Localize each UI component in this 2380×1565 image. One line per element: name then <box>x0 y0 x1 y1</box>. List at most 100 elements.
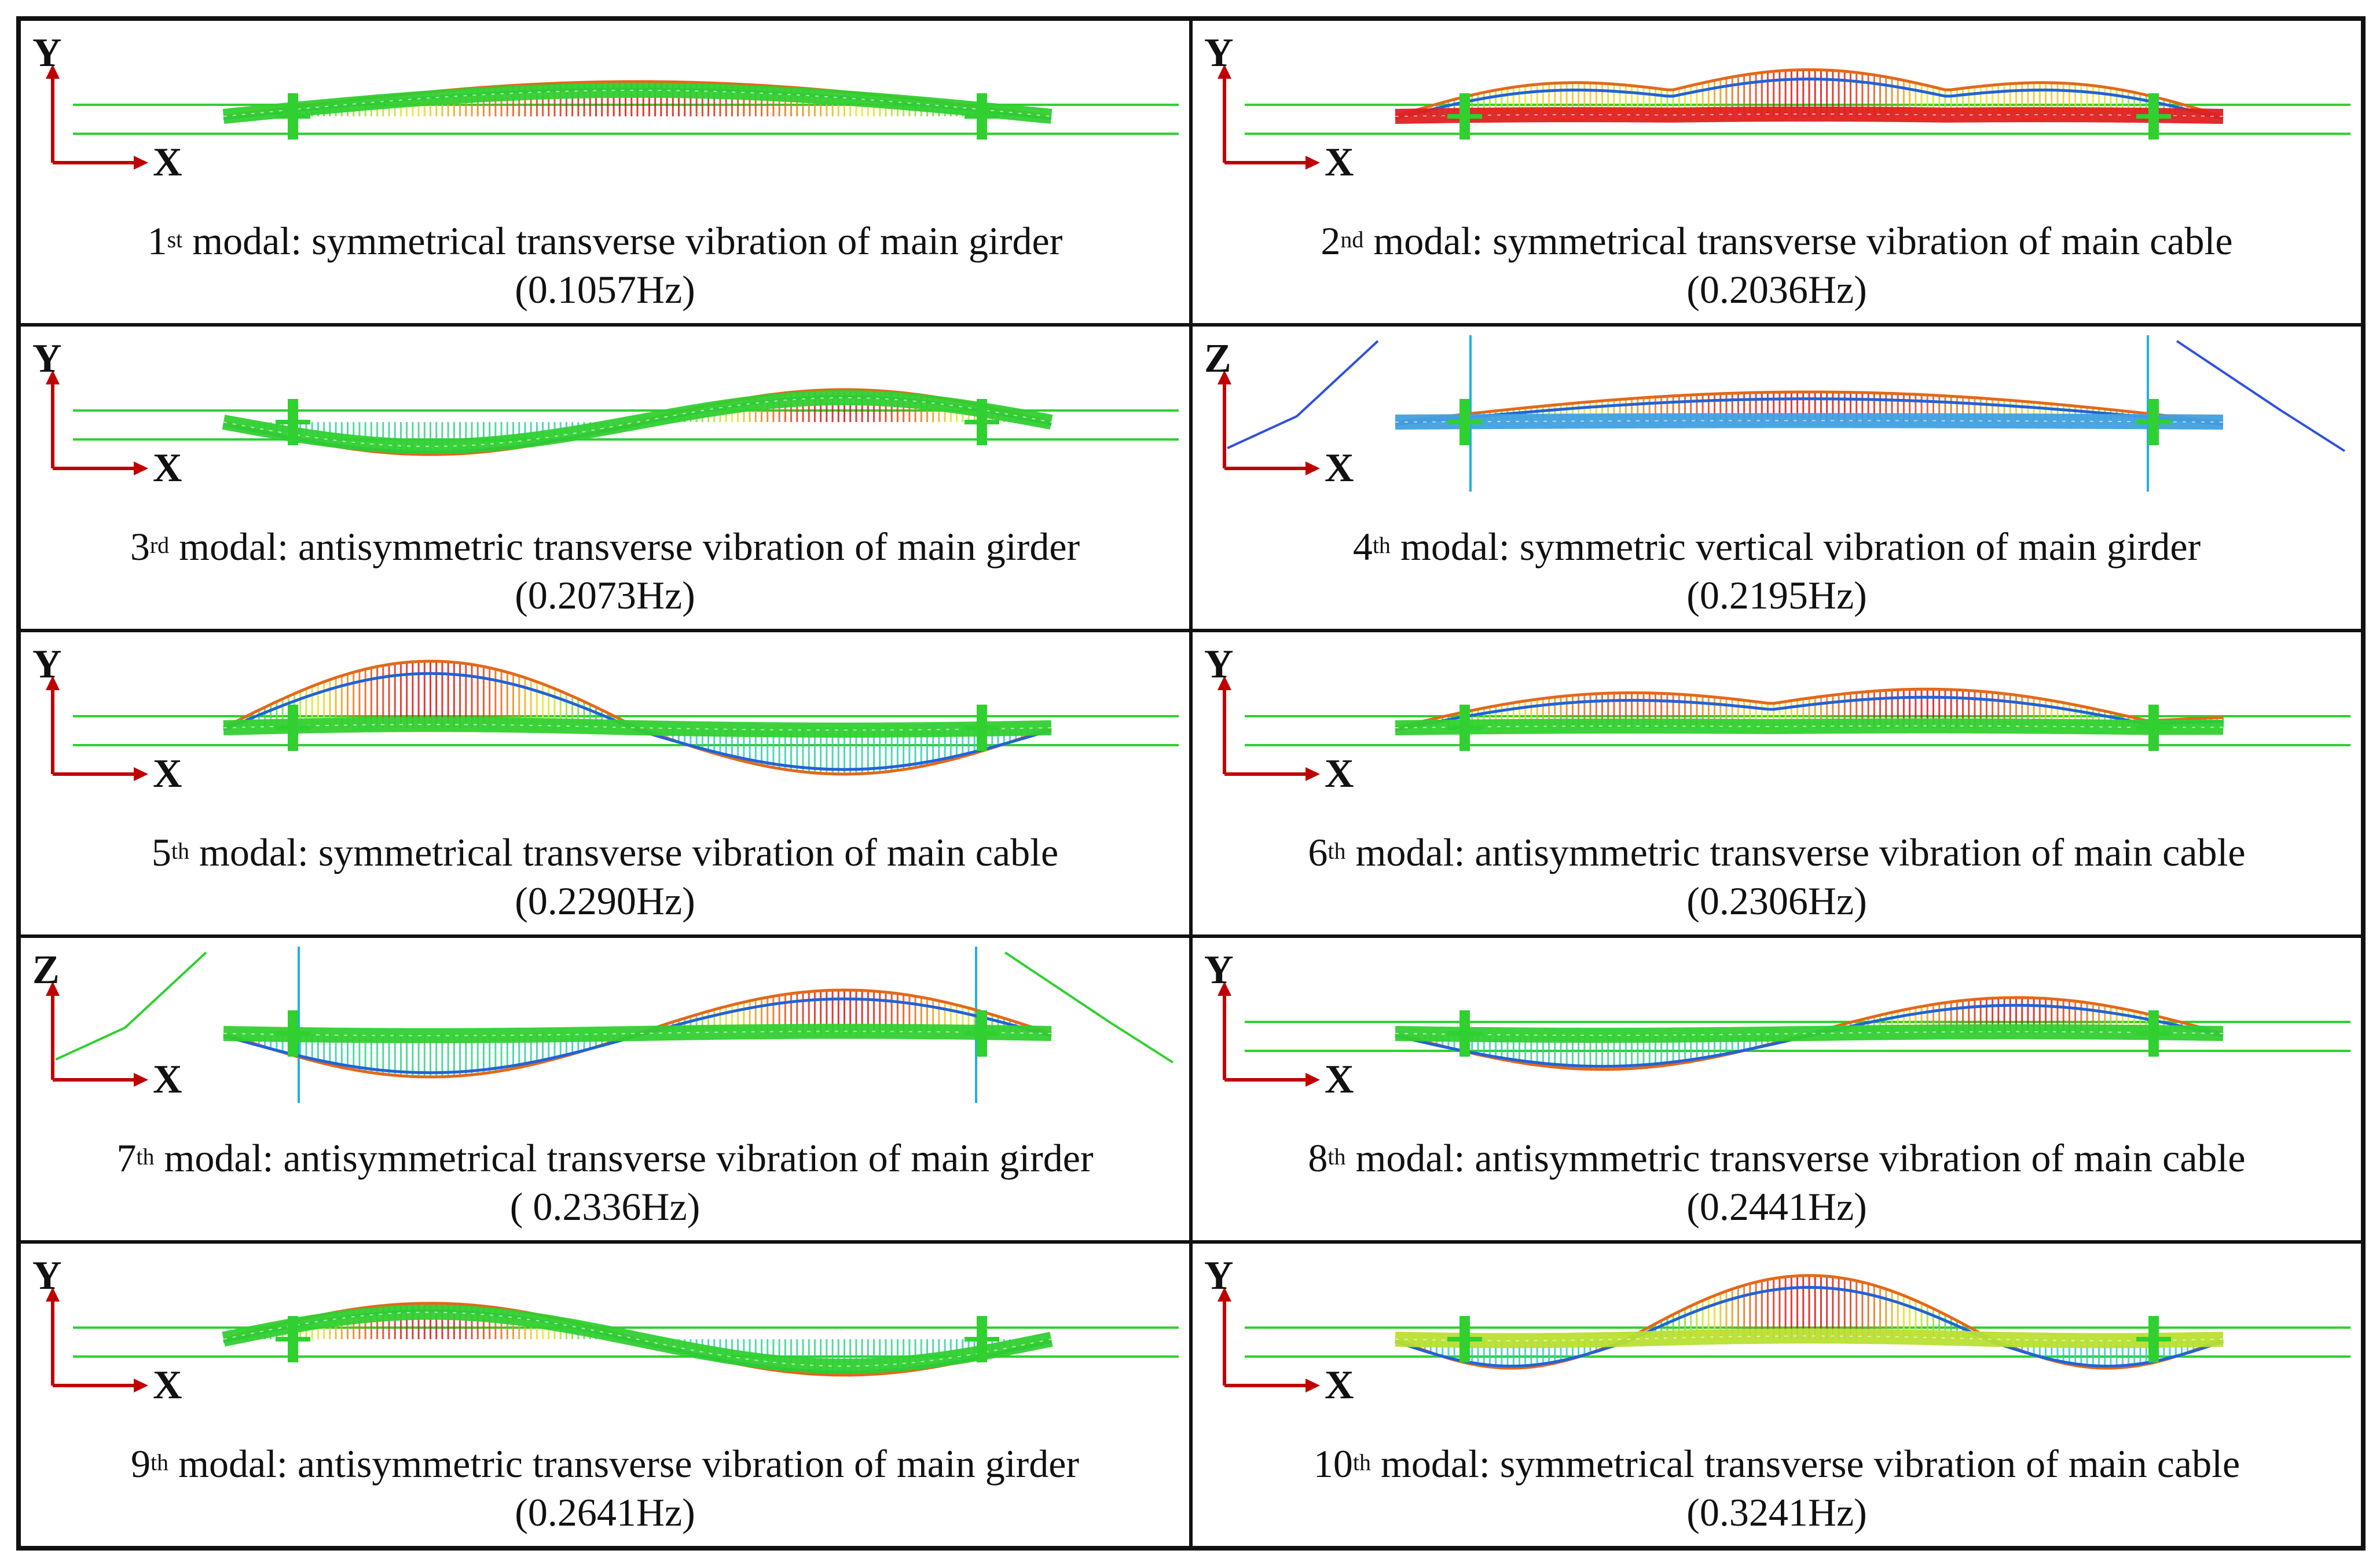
mode-shape-drawing <box>1227 335 2346 492</box>
mode-frequency: (0.2195Hz) <box>1686 573 1867 617</box>
mode-panel-8: Y X 8th modal: antisymmetric transverse vi… <box>1191 936 2363 1242</box>
mode-description: modal: antisymmetrical transverse vibrat… <box>164 1136 1094 1180</box>
mode-ordinal-suffix: th <box>150 1449 169 1475</box>
mode-frequency: (0.2290Hz) <box>515 879 695 923</box>
deformed-cable-upper <box>1395 68 2224 118</box>
mode-ordinal-suffix: th <box>1327 838 1346 864</box>
mode-ordinal: 7 <box>116 1136 137 1180</box>
deformed-cable-upper <box>1395 687 2224 730</box>
mode-panel-4: Z X 4th modal: symmetric vertical vibratio… <box>1191 325 2363 631</box>
vertical-axis-arrowhead <box>1217 676 1231 690</box>
horizontal-axis-label: X <box>1325 752 1354 796</box>
vertical-axis-label: Y <box>32 31 62 75</box>
mode-shape-svg: ZX <box>32 947 1174 1103</box>
back-stay-cable-right <box>1004 951 1174 1064</box>
horizontal-axis-label: X <box>1325 446 1354 490</box>
mode-frequency: (0.3241Hz) <box>1686 1490 1867 1534</box>
main-girder-deck <box>1395 106 2224 124</box>
mode-ordinal-suffix: th <box>171 838 189 864</box>
mode-ordinal: 6 <box>1308 830 1328 874</box>
mode-title: 5th modal: symmetrical transverse vibrat… <box>21 828 1189 877</box>
mode-title: 7th modal: antisymmetrical transverse vi… <box>21 1134 1189 1182</box>
mode-caption: 3rd modal: antisymmetric transverse vibr… <box>21 522 1189 620</box>
back-stay-cable-right <box>2176 340 2346 452</box>
deformed-cable-upper <box>1395 390 2224 424</box>
horizontal-axis-arrowhead <box>134 156 148 170</box>
mode-frequency: ( 0.2336Hz) <box>509 1185 701 1229</box>
mode-ordinal: 5 <box>151 830 171 874</box>
mode-title: 4th modal: symmetric vertical vibration … <box>1193 522 2361 571</box>
main-girder-deck <box>1395 413 2224 430</box>
mode-frequency: (0.2441Hz) <box>1686 1185 1867 1229</box>
vertical-axis-label: Y <box>32 336 62 381</box>
main-girder-deck <box>223 717 1052 738</box>
mode-ordinal-suffix: th <box>136 1143 155 1170</box>
horizontal-axis-label: X <box>1325 1057 1354 1102</box>
horizontal-axis-arrowhead <box>1305 156 1320 170</box>
mode-shape-drawing <box>1245 68 2350 140</box>
mode-shape-drawing <box>1245 1274 2350 1370</box>
deformed-cable-upper <box>1395 1274 2224 1370</box>
mode-shape-drawing <box>73 388 1179 456</box>
horizontal-axis-arrowhead <box>1305 461 1320 475</box>
mode-shape-svg: YX <box>32 31 1179 185</box>
mode-ordinal: 10 <box>1313 1442 1353 1486</box>
horizontal-axis-arrowhead <box>134 1073 148 1087</box>
mode-caption: 2nd modal: symmetrical transverse vibrat… <box>1193 217 2361 314</box>
vertical-axis-label: Y <box>32 642 62 687</box>
main-girder-deck <box>222 82 1053 124</box>
vertical-axis-arrowhead <box>46 370 60 384</box>
mode-title: 3rd modal: antisymmetric transverse vibr… <box>21 522 1189 571</box>
vertical-axis-arrowhead <box>46 1287 60 1302</box>
mode-shape-svg: YX <box>32 1254 1179 1408</box>
mode-title: 2nd modal: symmetrical transverse vibrat… <box>1193 217 2361 265</box>
mode-ordinal-suffix: th <box>1327 1143 1346 1170</box>
vertical-axis-arrowhead <box>46 676 60 690</box>
horizontal-axis-arrowhead <box>134 767 148 781</box>
mode-ordinal: 3 <box>130 525 150 569</box>
vertical-axis-arrowhead <box>1217 370 1231 384</box>
deformed-cable-lower <box>1395 397 2224 426</box>
back-stay-cable-left <box>55 951 207 1061</box>
mode-shape-drawing <box>55 947 1174 1103</box>
mode-shape-drawing <box>73 80 1179 140</box>
back-stay-cable-left <box>1227 340 1379 449</box>
deck-mesh <box>223 397 1052 448</box>
deck-mesh <box>223 1311 1052 1367</box>
horizontal-axis-arrowhead <box>1305 1073 1320 1087</box>
mode-description: modal: symmetrical transverse vibration … <box>1373 219 2233 263</box>
deformed-cable-lower <box>1395 77 2224 120</box>
main-girder-deck <box>1395 1328 2224 1348</box>
horizontal-axis-label: X <box>153 446 182 490</box>
mode-title: 8th modal: antisymmetric transverse vibr… <box>1193 1134 2361 1182</box>
mode-ordinal-suffix: st <box>167 226 183 252</box>
mode-description: modal: antisymmetric transverse vibratio… <box>1355 1136 2246 1180</box>
mode-frequency: (0.2306Hz) <box>1686 879 1867 923</box>
vertical-axis-arrowhead <box>1217 981 1231 996</box>
main-girder-deck <box>1395 718 2224 735</box>
mode-caption: 1st modal: symmetrical transverse vibrat… <box>21 217 1189 314</box>
mode-shape-drawing <box>1245 996 2350 1071</box>
mode-ordinal-suffix: nd <box>1340 226 1364 252</box>
vertical-axis-label: Y <box>1204 948 1234 992</box>
mode-ordinal: 1 <box>147 219 167 263</box>
vertical-axis-label: Y <box>1204 642 1234 687</box>
main-girder-deck <box>1395 1024 2224 1043</box>
mode-description: modal: antisymmetric transverse vibratio… <box>178 1442 1080 1486</box>
mode-title: 1st modal: symmetrical transverse vibrat… <box>21 217 1189 265</box>
mode-ordinal: 4 <box>1352 525 1373 569</box>
horizontal-axis-label: X <box>153 1363 182 1408</box>
mode-caption: 8th modal: antisymmetric transverse vibr… <box>1193 1134 2361 1231</box>
horizontal-axis-arrowhead <box>134 1379 148 1392</box>
horizontal-axis-label: X <box>1325 1363 1354 1408</box>
mode-caption: 5th modal: symmetrical transverse vibrat… <box>21 828 1189 925</box>
mode-ordinal: 9 <box>130 1442 151 1486</box>
vertical-axis-label: Z <box>1204 336 1231 381</box>
vertical-axis-label: Y <box>1204 31 1234 75</box>
mode-frequency: (0.1057Hz) <box>515 267 695 311</box>
